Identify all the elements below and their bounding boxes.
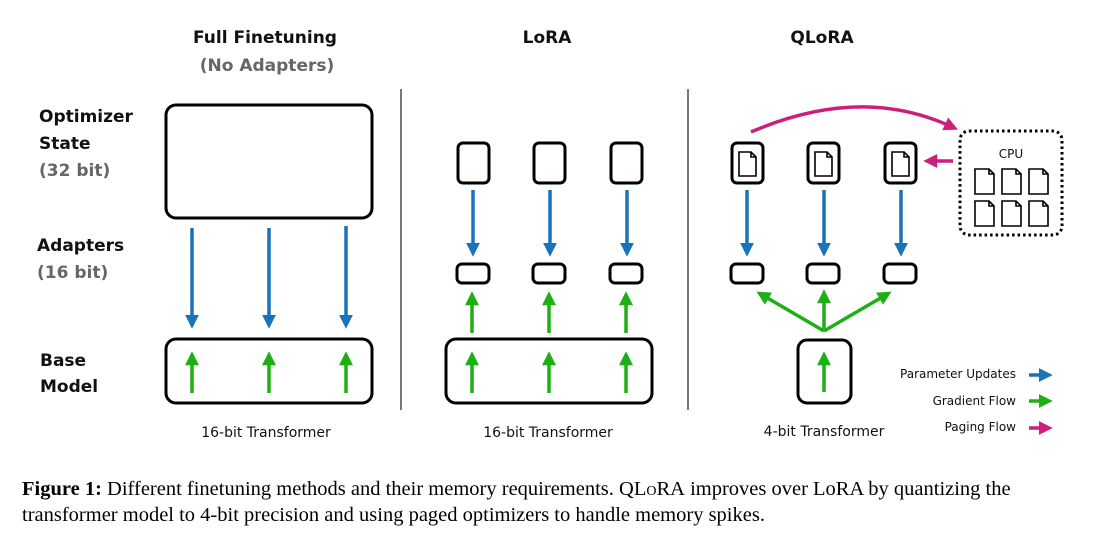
column-subtitle-no-adapters: (No Adapters): [200, 56, 335, 76]
optimizer-state-box: [456, 141, 491, 185]
paged-optimizer-state: [806, 141, 841, 185]
qlora-column: CPU: [729, 105, 1064, 405]
transformer-label: 4-bit Transformer: [764, 424, 885, 440]
row-label-model: Model: [40, 377, 98, 397]
gradient-flow-arrows: [185, 351, 353, 393]
optimizer-state-box: [532, 141, 567, 185]
row-label-16bit: (16 bit): [37, 263, 108, 283]
gradient-flow-arrow: [823, 291, 892, 333]
paging-flow-arrow: [750, 105, 958, 134]
caption-text: improves over LoRA by quantizing the tra…: [22, 478, 1011, 526]
lora-column: [444, 141, 654, 405]
cpu-pages: [974, 168, 1049, 227]
page-icon: [974, 200, 995, 227]
column-title-qlora: QLoRA: [790, 28, 854, 48]
page-icon: [1001, 168, 1022, 195]
page-icon: [814, 151, 833, 177]
finetuning-diagram: Full Finetuning (No Adapters) LoRA QLoRA…: [37, 28, 1064, 441]
page-icon: [891, 151, 910, 177]
optimizer-state-box: [164, 103, 374, 220]
gradient-flow-arrow: [756, 291, 825, 333]
page-icon: [1028, 200, 1049, 227]
row-label-state: State: [39, 134, 91, 154]
page-icon: [738, 151, 757, 177]
paged-optimizer-state: [730, 141, 765, 185]
row-label-base: Base: [40, 351, 86, 371]
caption-label: Figure 1:: [22, 478, 102, 500]
page-icon: [974, 168, 995, 195]
legend-label-paging-flow: Paging Flow: [945, 420, 1017, 434]
cpu-label: CPU: [999, 147, 1023, 161]
adapter-box: [729, 262, 765, 285]
cpu-memory: CPU: [958, 129, 1064, 237]
caption-text: Different finetuning methods and their m…: [101, 478, 620, 500]
column-title-full-finetuning: Full Finetuning: [193, 28, 337, 48]
adapter-box: [608, 262, 644, 285]
page-icon: [1001, 200, 1022, 227]
page-icon: [1028, 168, 1049, 195]
adapter-box: [455, 262, 491, 285]
figure-caption: Figure 1: Different finetuning methods a…: [22, 476, 1092, 528]
adapter-box: [531, 262, 567, 285]
row-label-adapters: Adapters: [37, 236, 124, 256]
legend: Parameter Updates Gradient Flow Paging F…: [900, 367, 1053, 435]
adapter-box: [805, 262, 841, 285]
caption-qlora: QLoRA: [619, 478, 685, 500]
row-label-32bit: (32 bit): [39, 161, 110, 181]
row-label-optimizer: Optimizer: [39, 107, 134, 127]
column-title-lora: LoRA: [523, 28, 573, 48]
adapter-box: [882, 262, 918, 285]
parameter-update-arrows: [185, 226, 353, 329]
legend-label-gradient-flow: Gradient Flow: [933, 394, 1017, 408]
optimizer-state-box: [609, 141, 644, 185]
transformer-label: 16-bit Transformer: [483, 425, 613, 441]
legend-label-parameter-updates: Parameter Updates: [900, 367, 1016, 381]
transformer-label: 16-bit Transformer: [201, 425, 331, 441]
paged-optimizer-state: [883, 141, 918, 185]
